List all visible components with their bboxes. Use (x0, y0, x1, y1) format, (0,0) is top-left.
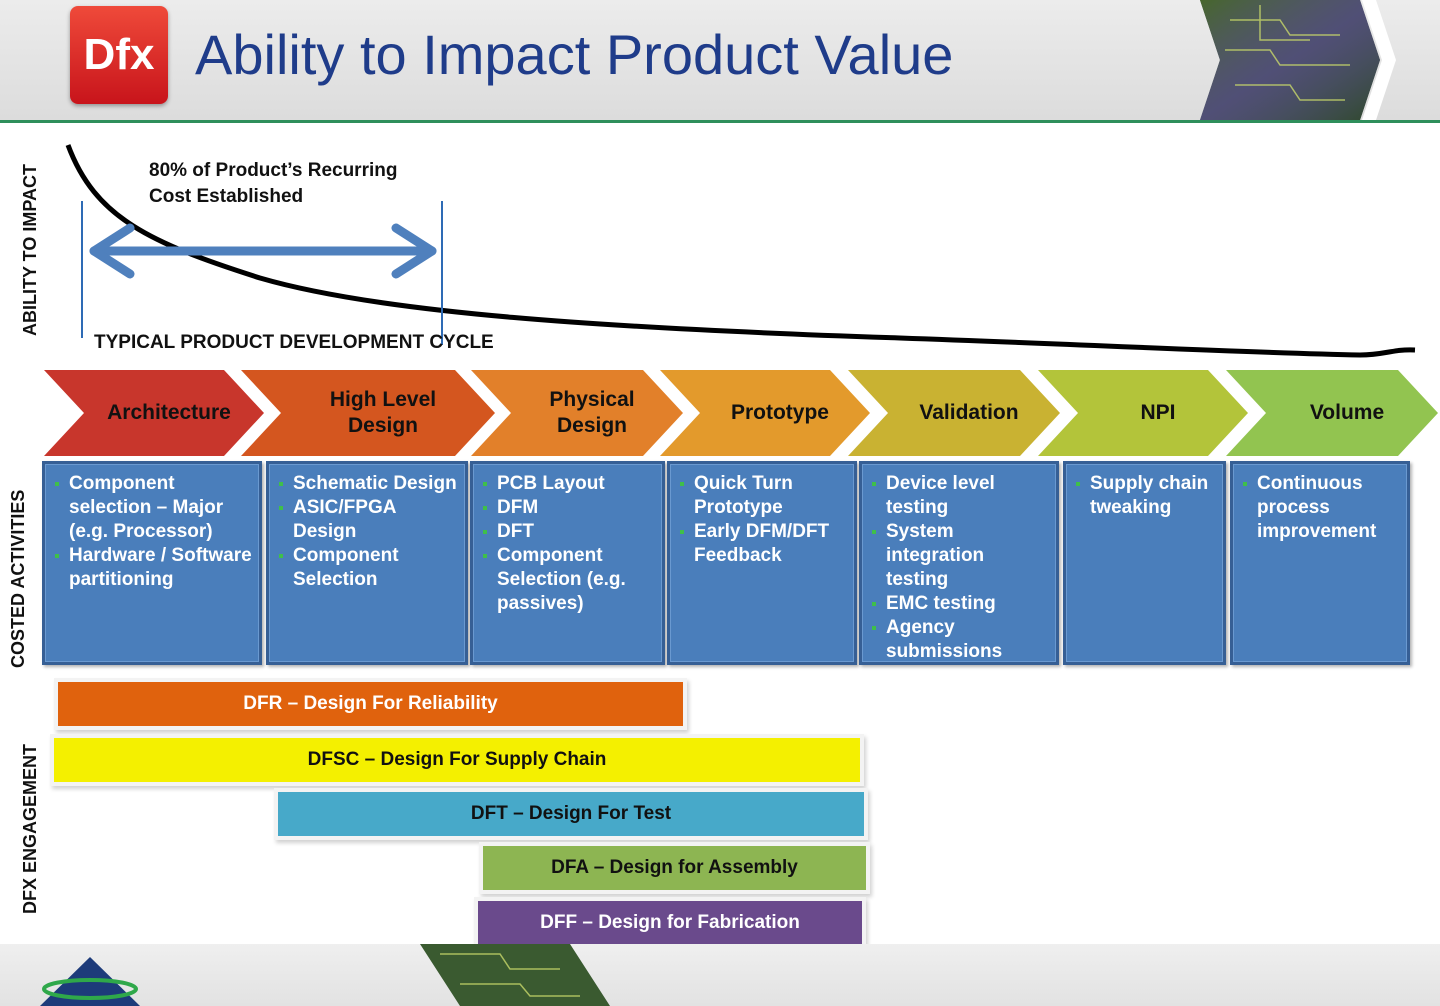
activity-item: DFM (479, 496, 656, 520)
activity-box: Supply chain tweaking (1063, 461, 1226, 665)
stage-label: Volume (1280, 400, 1384, 426)
stage-label-line: Validation (919, 401, 1019, 424)
activity-item: Continuous process improvement (1239, 472, 1401, 544)
stage-label-line: Design (556, 414, 627, 437)
activity-box: Continuous process improvement (1230, 461, 1410, 665)
annotation-line: 80% of Product’s Recurring (149, 160, 398, 181)
stage-label: Validation (889, 400, 1018, 426)
stage-chevron: Validation (848, 370, 1060, 456)
stage-label-line: Design (347, 414, 418, 437)
axis-label-dfx-engagement: DFX ENGAGEMENT (20, 743, 40, 914)
page-title: Ability to Impact Product Value (195, 23, 954, 86)
activity-item: Supply chain tweaking (1072, 472, 1217, 520)
activity-item: System integration testing (868, 520, 1050, 592)
activity-item: Component Selection (275, 544, 459, 592)
company-logo (40, 957, 140, 1006)
cycle-label: TYPICAL PRODUCT DEVELOPMENT CYCLE (94, 332, 494, 353)
activity-item: PCB Layout (479, 472, 656, 496)
activity-item: Early DFM/DFT Feedback (676, 520, 848, 568)
dfx-bar: DFA – Design for Assembly (483, 846, 866, 890)
dfx-bar: DFF – Design for Fabrication (478, 901, 862, 945)
circuit-board-image (1200, 0, 1396, 120)
dfx-bar: DFR – Design For Reliability (58, 682, 683, 726)
stage-label: NPI (1110, 400, 1175, 426)
header-divider (0, 120, 1440, 123)
stage-label-line: Volume (1309, 401, 1385, 424)
annotation-recurring-cost: 80% of Product’s Recurring Cost Establis… (149, 158, 397, 210)
impact-curve-graphic (65, 144, 1416, 358)
activity-item: Agency submissions (868, 616, 1050, 664)
stage-chevron: Volume (1226, 370, 1438, 456)
stage-label-line: Physical (549, 388, 635, 411)
activity-item: Component Selection (e.g. passives) (479, 544, 656, 616)
activity-item: Component selection – Major (e.g. Proces… (51, 472, 253, 544)
double-arrow-icon (89, 223, 437, 279)
stage-label-line: Architecture (107, 401, 231, 424)
activity-item: ASIC/FPGA Design (275, 496, 459, 544)
circuit-board-image (420, 944, 610, 1006)
footer-band (0, 944, 1440, 1006)
activity-box: Component selection – Major (e.g. Proces… (42, 461, 262, 665)
activity-item: Quick Turn Prototype (676, 472, 848, 520)
stage-label-line: NPI (1140, 401, 1176, 424)
activity-item: Device level testing (868, 472, 1050, 520)
annotation-line: Cost Established (149, 186, 304, 207)
header-band (0, 0, 1440, 120)
activity-item: Schematic Design (275, 472, 459, 496)
stage-chevron: Prototype (660, 370, 870, 456)
activity-item: DFT (479, 520, 656, 544)
stage-label: Prototype (701, 400, 829, 426)
stage-label-line: High Level (329, 388, 437, 411)
stage-label: Architecture (77, 400, 231, 426)
activity-item: EMC testing (868, 592, 1050, 616)
stage-chevron: Architecture (44, 370, 264, 456)
stage-label-line: Prototype (730, 401, 829, 424)
activity-item: Hardware / Software partitioning (51, 544, 253, 592)
dfx-logo: Dfx (70, 6, 168, 104)
dfx-bar: DFSC – Design For Supply Chain (54, 738, 860, 782)
dfx-bar: DFT – Design For Test (278, 792, 864, 836)
stage-chevron: NPI (1038, 370, 1248, 456)
axis-label-costed-activities: COSTED ACTIVITIES (8, 489, 28, 668)
